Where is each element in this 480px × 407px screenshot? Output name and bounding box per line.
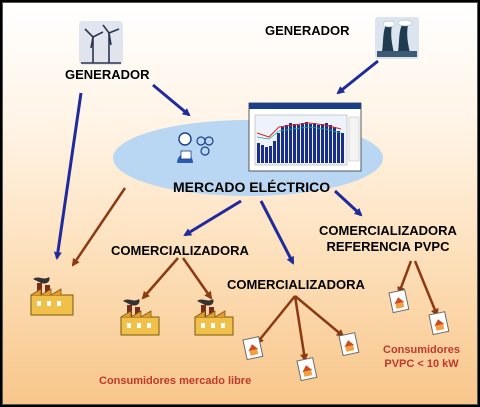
retailer-ref-line2: REFERENCIA PVPC	[326, 239, 450, 254]
consumers-pvpc-line2: PVPC < 10 kW	[384, 358, 459, 370]
factory-icon	[30, 277, 74, 316]
house-document-icon	[388, 289, 410, 314]
arrow-genleft-market	[152, 83, 191, 117]
arrow-retailer1-consumer-a	[141, 257, 179, 300]
operator-icon	[177, 132, 214, 163]
consumers-pvpc-label: Consumidores PVPC < 10 kW	[383, 343, 460, 371]
arrow-retailerref-house-b	[413, 260, 439, 317]
generator-left-label: GENERADOR	[65, 67, 150, 82]
arrow-retailerref-house-a	[397, 260, 413, 295]
power-plant-icon	[375, 17, 419, 59]
retailer-ref-label: COMERCIALIZADORA REFERENCIA PVPC	[319, 223, 457, 255]
market-label: MERCADO ELÉCTRICO	[173, 179, 331, 195]
arrow-retailer1-consumer-b	[181, 257, 213, 300]
house-document-icon	[428, 311, 450, 336]
diagram-connectors	[30, 17, 450, 382]
house-document-icon	[242, 336, 264, 361]
retailer-1-label: COMERCIALIZADORA	[111, 243, 249, 258]
factory-icon	[120, 299, 160, 336]
arrow-retailer2-house-a	[255, 295, 296, 345]
wind-turbine-icon	[79, 21, 123, 65]
retailer-ref-line1: COMERCIALIZADORA	[319, 223, 457, 238]
house-document-icon	[338, 332, 360, 357]
retailer-2-label: COMERCIALIZADORA	[227, 277, 365, 292]
factory-icon	[194, 299, 234, 336]
arrow-market-retailer1	[183, 199, 242, 237]
consumers-free-market-label: Consumidores mercado libre	[99, 375, 252, 387]
price-chart-icon	[248, 102, 362, 172]
arrow-market-factory	[71, 187, 127, 267]
arrow-genleft-factory	[53, 92, 83, 260]
arrow-retailer2-house-c	[294, 295, 345, 338]
arrow-market-retailerref	[333, 189, 363, 217]
generator-right-label: GENERADOR	[265, 23, 350, 38]
house-document-icon	[296, 357, 318, 382]
arrow-genright-market	[336, 59, 379, 95]
arrow-market-retailer2	[259, 200, 295, 265]
consumers-pvpc-line1: Consumidores	[383, 344, 461, 356]
arrow-retailer2-house-b	[293, 295, 309, 362]
